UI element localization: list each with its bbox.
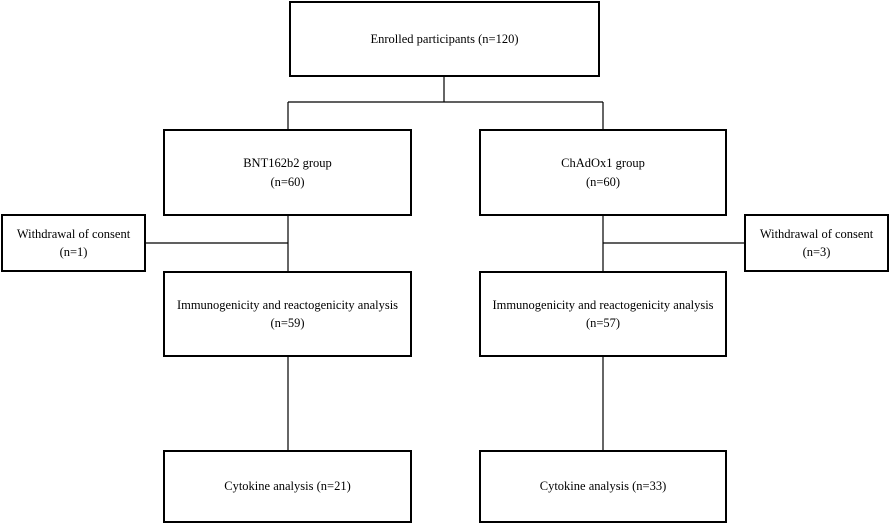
chadox1-cytokine-label: Cytokine analysis (n=33) bbox=[539, 479, 667, 494]
chadox1-analysis-box: Immunogenicity and reactogenicity analys… bbox=[479, 271, 727, 357]
chadox1-group-count: (n=60) bbox=[585, 174, 621, 189]
withdrawal-right-label: Withdrawal of consent bbox=[759, 226, 874, 241]
bnt162b2-group-label: BNT162b2 group bbox=[243, 156, 332, 171]
withdrawal-right-count: (n=3) bbox=[802, 245, 831, 259]
chadox1-group-box: ChAdOx1 group (n=60) bbox=[479, 129, 727, 216]
chadox1-group-label: ChAdOx1 group bbox=[561, 156, 645, 171]
bnt162b2-analysis-count: (n=59) bbox=[270, 316, 305, 330]
chadox1-analysis-label: Immunogenicity and reactogenicity analys… bbox=[492, 297, 714, 312]
withdrawal-left-box: Withdrawal of consent (n=1) bbox=[1, 214, 146, 272]
chadox1-analysis-count: (n=57) bbox=[585, 316, 621, 330]
bnt162b2-analysis-label: Immunogenicity and reactogenicity analys… bbox=[176, 297, 399, 312]
bnt162b2-analysis-box: Immunogenicity and reactogenicity analys… bbox=[163, 271, 412, 357]
bnt162b2-group-box: BNT162b2 group (n=60) bbox=[163, 129, 412, 216]
enrolled-participants-label: Enrolled participants (n=120) bbox=[370, 31, 519, 46]
bnt162b2-cytokine-box: Cytokine analysis (n=21) bbox=[163, 450, 412, 523]
withdrawal-left-count: (n=1) bbox=[59, 245, 88, 259]
bnt162b2-cytokine-label: Cytokine analysis (n=21) bbox=[224, 479, 351, 494]
bnt162b2-group-count: (n=60) bbox=[270, 174, 305, 189]
chadox1-cytokine-box: Cytokine analysis (n=33) bbox=[479, 450, 727, 523]
withdrawal-left-label: Withdrawal of consent bbox=[16, 226, 131, 241]
withdrawal-right-box: Withdrawal of consent (n=3) bbox=[744, 214, 889, 272]
enrolled-participants-box: Enrolled participants (n=120) bbox=[289, 1, 600, 77]
